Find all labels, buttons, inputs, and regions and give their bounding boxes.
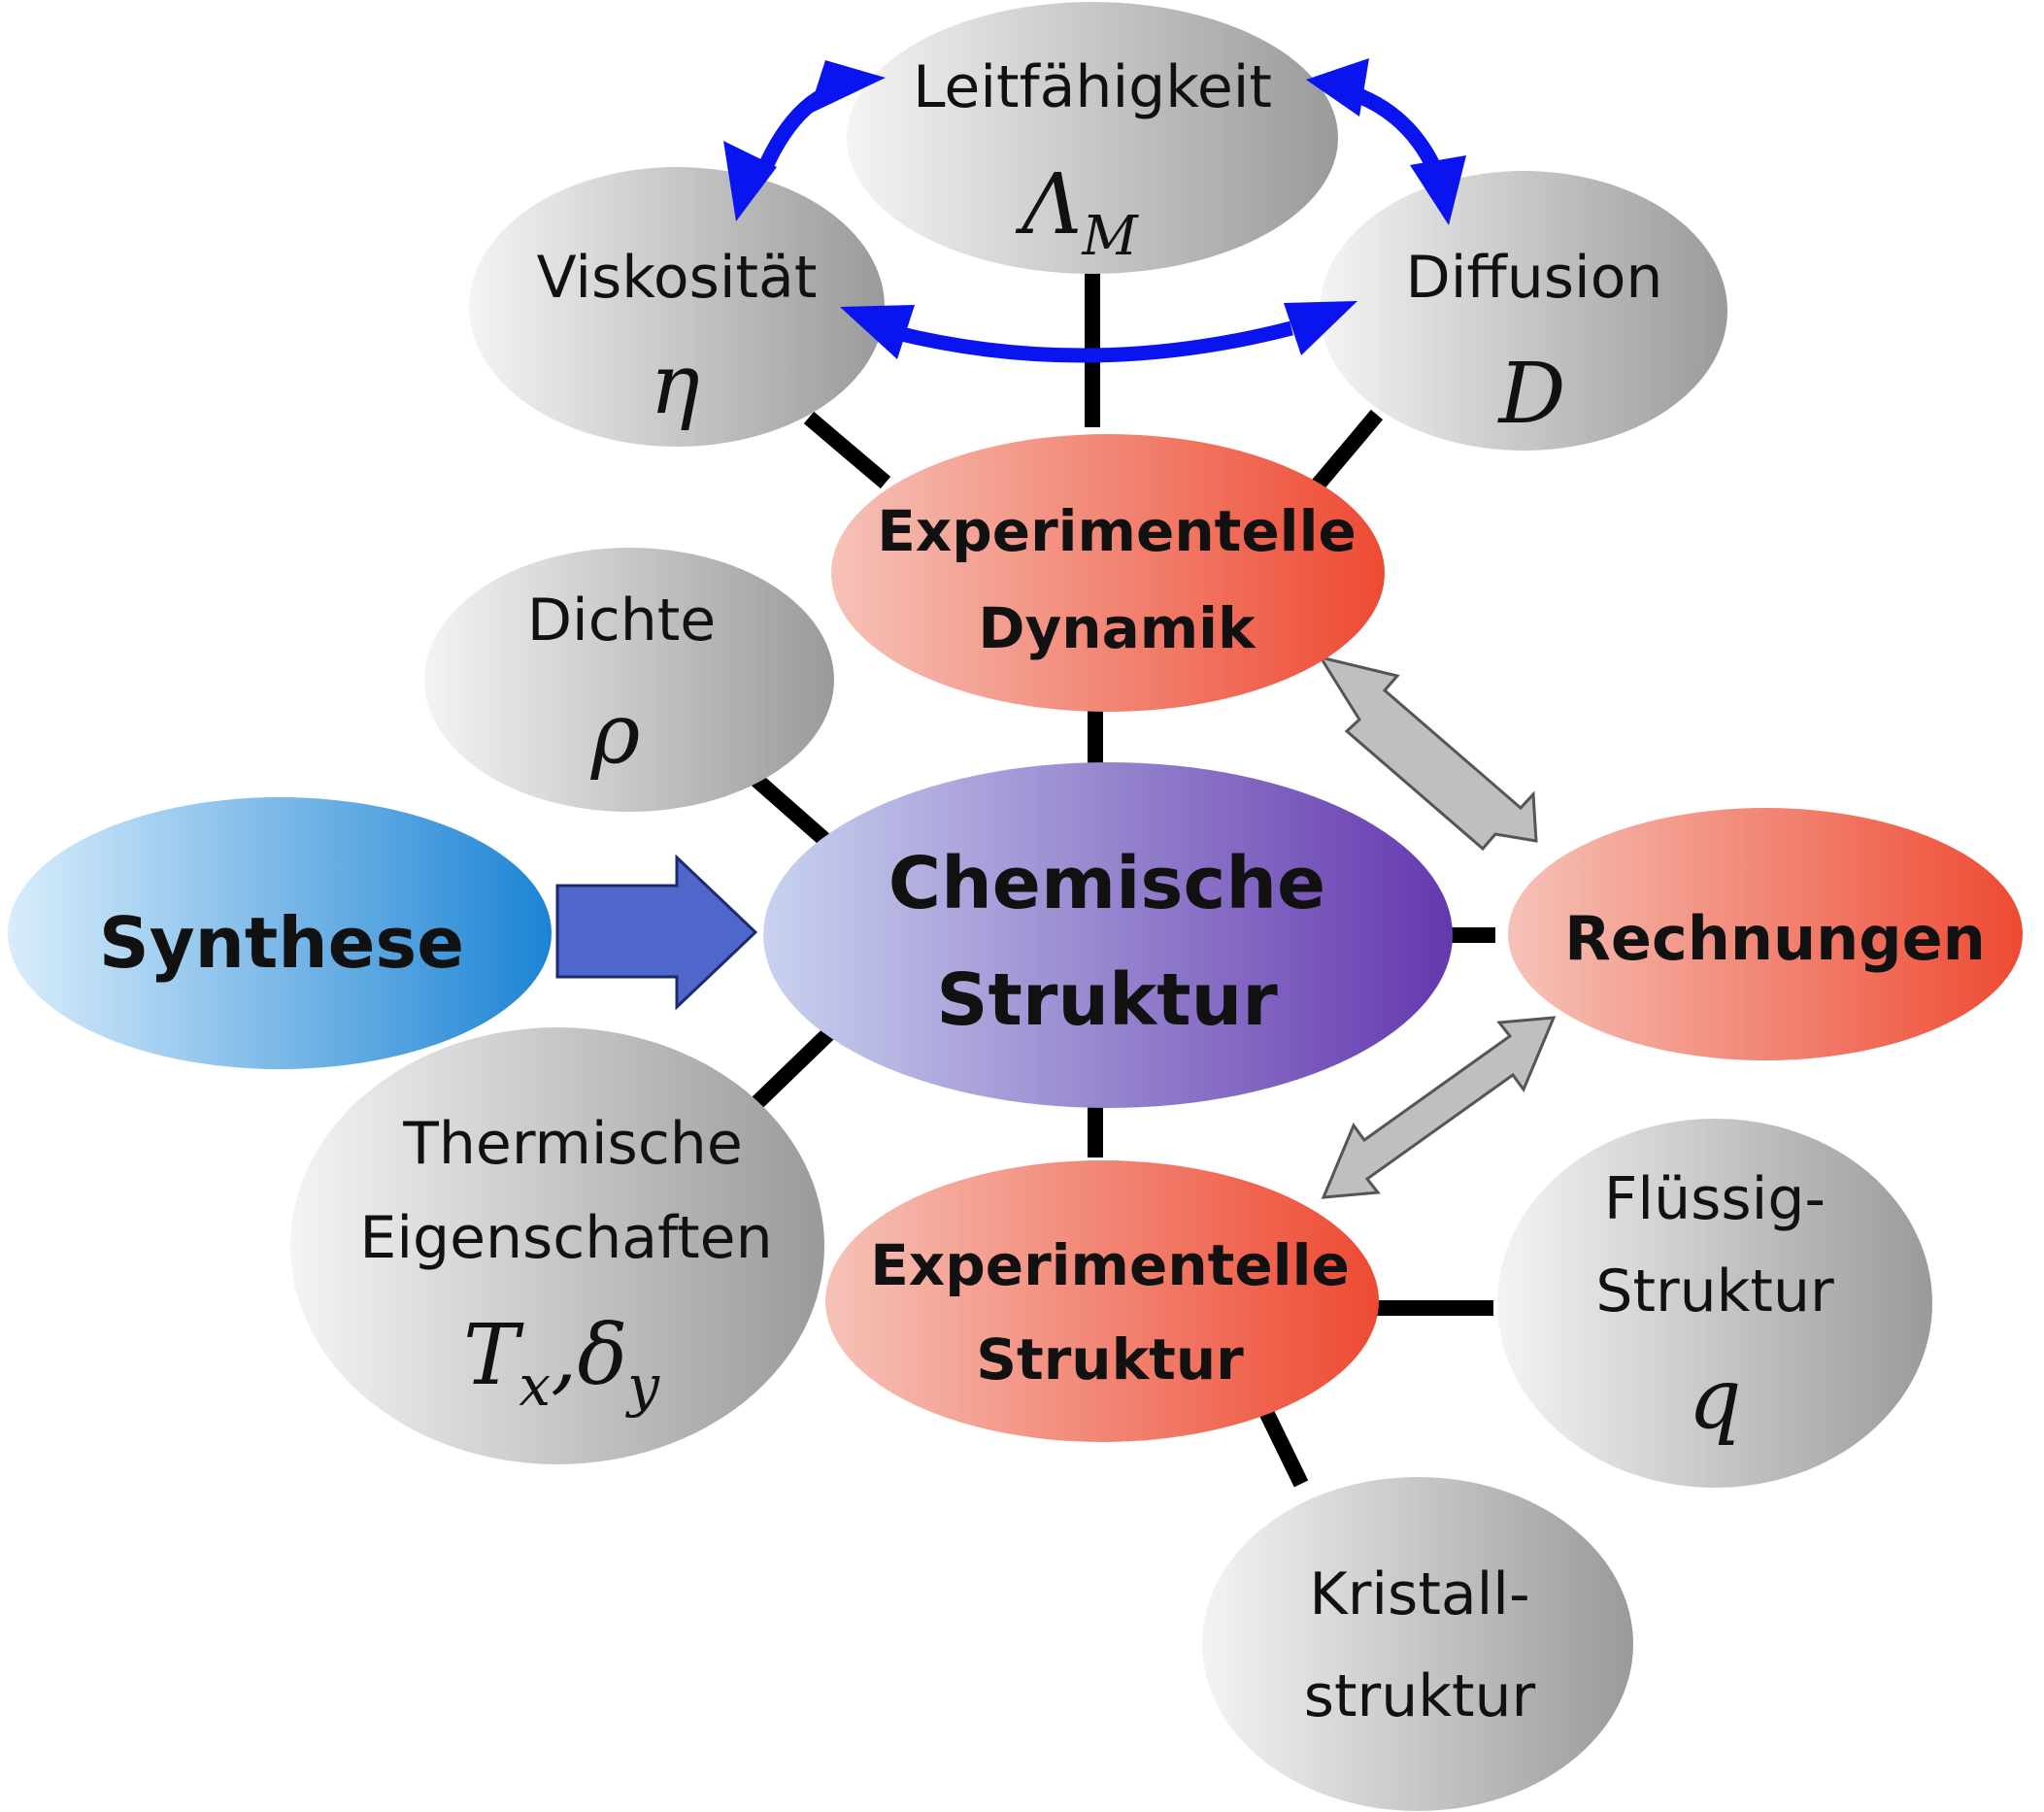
- node-synthesis: Synthese: [8, 797, 552, 1069]
- thermal-line1: Thermische: [402, 1110, 743, 1178]
- blue-curved-arrows: [723, 58, 1466, 363]
- thermal-symbols: Tx,δy: [463, 1307, 660, 1419]
- liquid-structure-line1: Flüssig-: [1604, 1165, 1826, 1233]
- center-line1: Chemische: [888, 842, 1325, 925]
- blue-arrowhead-conductivity-left: [808, 60, 886, 115]
- diffusion-symbol: D: [1497, 346, 1566, 443]
- viscosity-symbol: η: [650, 336, 700, 433]
- exp-structure-line2: Struktur: [976, 1326, 1244, 1393]
- calculations-label: Rechnungen: [1564, 903, 1986, 974]
- liquid-structure-symbol: q: [1688, 1351, 1741, 1448]
- viscosity-label: Viskosität: [537, 244, 818, 312]
- blue-arrowhead-diffusion-bottom: [1284, 301, 1357, 355]
- connector-structure-crystal: [1257, 1404, 1309, 1488]
- blue-arrow-conductivity-diffusion: [1347, 84, 1443, 174]
- thermal-line2: Eigenschaften: [359, 1204, 772, 1272]
- node-viscosity: Viskosität η: [469, 167, 885, 447]
- node-liquid-structure: Flüssig- Struktur q: [1497, 1119, 1932, 1488]
- blue-arrowhead-viscosity: [723, 141, 777, 221]
- blue-arrowhead-diffusion: [1410, 155, 1466, 225]
- node-exp-structure: Experimentelle Struktur: [825, 1160, 1379, 1442]
- node-center-chemical-structure: Chemische Struktur: [763, 762, 1453, 1108]
- exp-structure-line1: Experimentelle: [870, 1232, 1350, 1298]
- exp-dynamics-line2: Dynamik: [978, 595, 1257, 661]
- node-density: Dichte ρ: [424, 548, 834, 812]
- density-label: Dichte: [527, 587, 716, 654]
- connector-diffusion-dynamics: [1308, 409, 1384, 494]
- synthesis-label: Synthese: [99, 902, 464, 984]
- connector-thermal-center: [742, 1022, 841, 1118]
- blue-arrowhead-conductivity-right: [1306, 58, 1369, 117]
- synthesis-arrow: [555, 854, 758, 1011]
- node-thermal: Thermische Eigenschaften Tx,δy: [290, 1027, 824, 1464]
- conductivity-label: Leitfähigkeit: [913, 53, 1272, 121]
- connector-density-center: [750, 772, 834, 850]
- crystal-structure-line1: Kristall-: [1309, 1560, 1529, 1628]
- exp-dynamics-line1: Experimentelle: [877, 498, 1357, 564]
- crystal-structure-line2: struktur: [1304, 1662, 1536, 1730]
- conductivity-symbol: ΛM: [1015, 156, 1139, 268]
- node-calculations: Rechnungen: [1508, 808, 2023, 1060]
- double-arrow-dynamics-calculations: [1317, 654, 1538, 852]
- diffusion-label: Diffusion: [1406, 244, 1663, 312]
- double-arrow-calculations-structure: [1321, 1016, 1557, 1199]
- node-exp-dynamics: Experimentelle Dynamik: [831, 434, 1385, 712]
- liquid-structure-line2: Struktur: [1595, 1258, 1834, 1325]
- blue-arrowhead-viscosity-bottom: [840, 305, 915, 359]
- connector-viscosity-dynamics: [803, 411, 891, 489]
- node-diffusion: Diffusion D: [1320, 171, 1727, 451]
- blue-arrow-viscosity-diffusion: [891, 320, 1293, 363]
- node-crystal-structure: Kristall- struktur: [1202, 1477, 1633, 1811]
- density-symbol: ρ: [590, 686, 641, 783]
- node-conductivity: Leitfähigkeit ΛM: [847, 2, 1338, 274]
- center-line2: Struktur: [936, 958, 1278, 1042]
